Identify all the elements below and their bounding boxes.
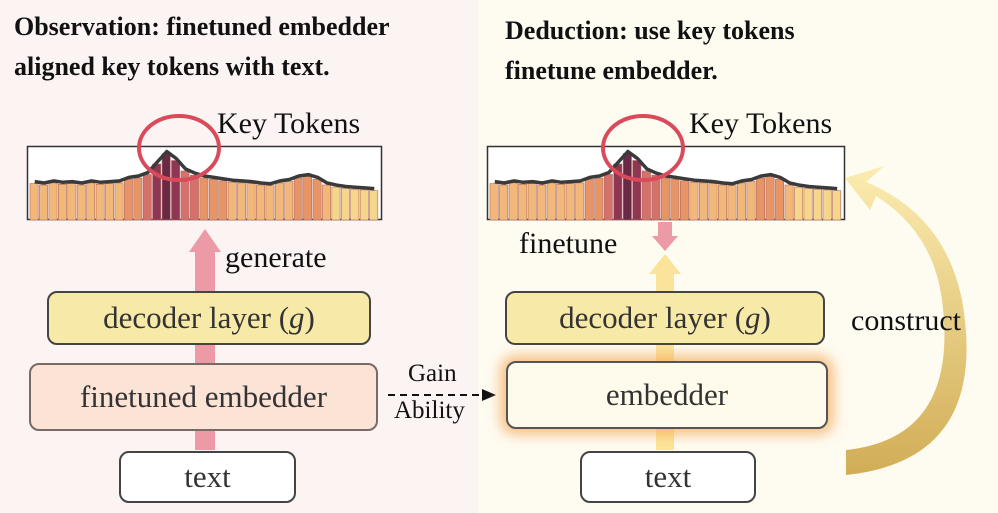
token-bar bbox=[114, 182, 124, 221]
token-bar bbox=[284, 181, 294, 221]
token-bar bbox=[350, 188, 360, 221]
token-bar bbox=[227, 181, 237, 221]
token-bar bbox=[832, 190, 842, 221]
token-bar bbox=[48, 182, 58, 221]
construct-label: construct bbox=[851, 304, 961, 337]
deduction-title-line-2: finetune embedder. bbox=[505, 56, 718, 85]
token-bar bbox=[641, 170, 651, 221]
token-bar bbox=[208, 179, 218, 221]
key-token-highlight-right bbox=[601, 114, 685, 182]
token-bar bbox=[39, 184, 48, 221]
decoder-layer-box-right: decoder layer (g) bbox=[505, 291, 825, 345]
token-bar bbox=[803, 188, 813, 221]
gain-ability-link bbox=[388, 389, 496, 401]
token-bar bbox=[303, 176, 313, 221]
token-bar bbox=[670, 179, 680, 221]
token-bar bbox=[575, 182, 585, 221]
token-bar bbox=[527, 183, 537, 221]
token-bar bbox=[660, 177, 670, 221]
finetuned-embedder-label: finetuned embedder bbox=[79, 379, 328, 414]
token-bar bbox=[594, 177, 604, 221]
deduction-title-line-1: Deduction: use key tokens bbox=[505, 16, 795, 45]
token-bar bbox=[369, 190, 379, 221]
token-bar bbox=[359, 189, 369, 221]
token-bar bbox=[556, 183, 566, 221]
token-bar bbox=[265, 185, 275, 221]
token-bar bbox=[651, 174, 661, 221]
token-bar bbox=[237, 182, 247, 221]
decoder-g-symbol: g bbox=[289, 300, 305, 335]
finetune-arrow bbox=[652, 222, 678, 251]
token-bar bbox=[340, 188, 350, 221]
ability-label: Ability bbox=[394, 397, 465, 424]
decoder-layer-label: decoder layer ( bbox=[103, 300, 290, 335]
token-bar bbox=[76, 184, 86, 221]
token-bar bbox=[765, 176, 775, 221]
token-bar bbox=[105, 183, 114, 221]
token-bar bbox=[813, 188, 823, 221]
token-bar bbox=[190, 174, 199, 221]
token-bar bbox=[699, 182, 708, 221]
token-bar bbox=[199, 177, 209, 221]
token-bar bbox=[746, 181, 756, 221]
finetuned-embedder-box: finetuned embedder bbox=[29, 363, 378, 431]
token-bar bbox=[775, 179, 785, 221]
observation-title-line-1: Observation: finetuned embedder bbox=[14, 12, 390, 41]
token-bar bbox=[331, 186, 341, 221]
observation-title-line-2: aligned key tokens with text. bbox=[14, 52, 330, 81]
token-bar bbox=[822, 189, 832, 221]
token-bar bbox=[67, 183, 77, 221]
token-bar bbox=[489, 183, 499, 221]
token-bar bbox=[794, 186, 804, 221]
finetune-label: finetune bbox=[519, 227, 618, 260]
token-bar bbox=[218, 180, 228, 221]
token-bar bbox=[546, 182, 556, 221]
generate-label: generate bbox=[225, 241, 327, 274]
token-bar bbox=[679, 180, 689, 221]
token-bar bbox=[57, 183, 67, 221]
token-bar bbox=[256, 184, 265, 221]
attention-curve bbox=[34, 149, 375, 191]
token-bar bbox=[246, 183, 256, 221]
token-bar bbox=[508, 182, 518, 221]
token-bar bbox=[322, 184, 331, 221]
token-bar bbox=[29, 183, 39, 221]
decoder-layer-label: decoder layer ( bbox=[559, 300, 746, 335]
token-bar bbox=[727, 185, 737, 221]
key-token-highlight-left bbox=[137, 114, 221, 182]
decoder-layer-box-left: decoder layer (g) bbox=[47, 291, 371, 345]
token-bar bbox=[171, 160, 181, 221]
decoder-close-paren: ) bbox=[760, 300, 771, 335]
decoder-g-symbol: g bbox=[745, 300, 761, 335]
token-bar bbox=[133, 177, 143, 221]
token-bar bbox=[312, 179, 322, 221]
gain-label: Gain bbox=[408, 360, 457, 387]
text-label-left: text bbox=[184, 459, 231, 494]
text-input-box-right: text bbox=[580, 451, 756, 503]
embedder-label: embedder bbox=[605, 377, 729, 412]
text-label-right: text bbox=[644, 459, 692, 494]
key-tokens-label-left: Key Tokens bbox=[217, 107, 361, 140]
token-bar bbox=[518, 183, 528, 221]
decoder-close-paren: ) bbox=[304, 300, 315, 335]
embedder-box: embedder bbox=[506, 361, 828, 429]
key-token-chart-right bbox=[486, 145, 846, 221]
token-bar bbox=[718, 184, 727, 221]
token-bar bbox=[499, 184, 509, 221]
key-tokens-label-right: Key Tokens bbox=[689, 107, 833, 140]
token-bar bbox=[689, 181, 699, 221]
construct-arrow bbox=[845, 166, 967, 475]
token-bar bbox=[95, 183, 105, 221]
token-bar bbox=[537, 184, 547, 221]
token-bar bbox=[565, 183, 575, 221]
token-bar bbox=[784, 184, 794, 221]
key-token-chart-left bbox=[26, 145, 383, 221]
token-bar bbox=[180, 170, 190, 221]
text-input-box-left: text bbox=[119, 451, 296, 503]
token-bar bbox=[708, 183, 718, 221]
token-bar bbox=[632, 160, 642, 221]
token-bar bbox=[86, 182, 96, 221]
token-bar bbox=[737, 182, 746, 221]
